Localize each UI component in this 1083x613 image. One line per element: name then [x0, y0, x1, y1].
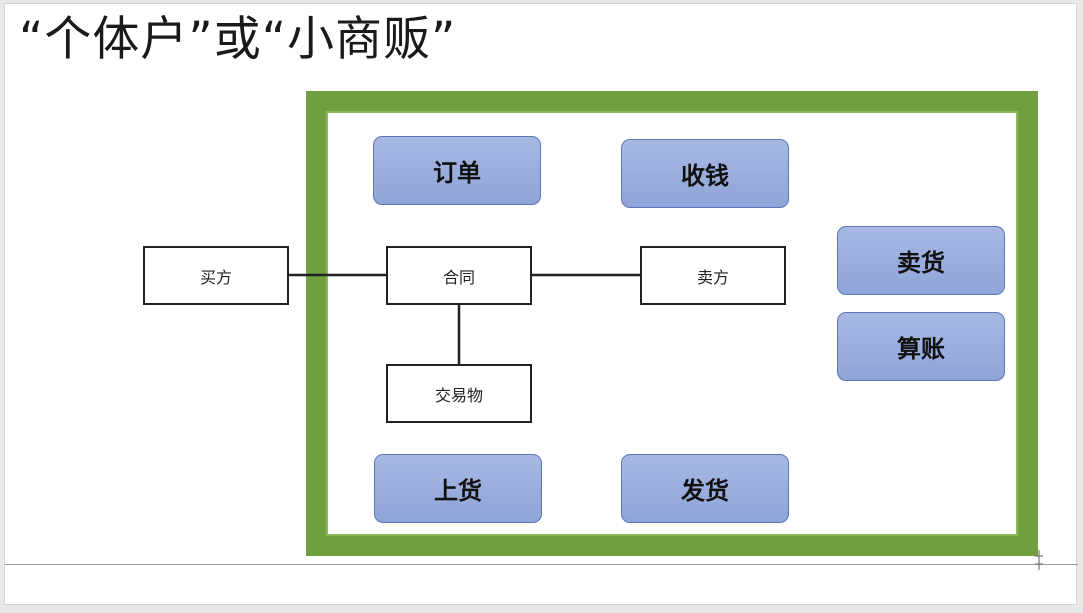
function-stock-goods: 上货 [374, 454, 542, 523]
slide-title: “个体户”或“小商贩” [19, 12, 457, 67]
node-contract: 合同 [386, 246, 532, 305]
node-goods: 交易物 [386, 364, 532, 423]
node-buyer: 买方 [143, 246, 289, 305]
function-accounting: 算账 [837, 312, 1005, 381]
node-seller: 卖方 [640, 246, 786, 305]
function-collect-payment: 收钱 [621, 139, 789, 208]
slide-bottom-divider [5, 564, 1078, 565]
resize-handle-icon[interactable] [1030, 548, 1048, 572]
function-order: 订单 [373, 136, 541, 205]
function-sell-goods: 卖货 [837, 226, 1005, 295]
function-ship-goods: 发货 [621, 454, 789, 523]
